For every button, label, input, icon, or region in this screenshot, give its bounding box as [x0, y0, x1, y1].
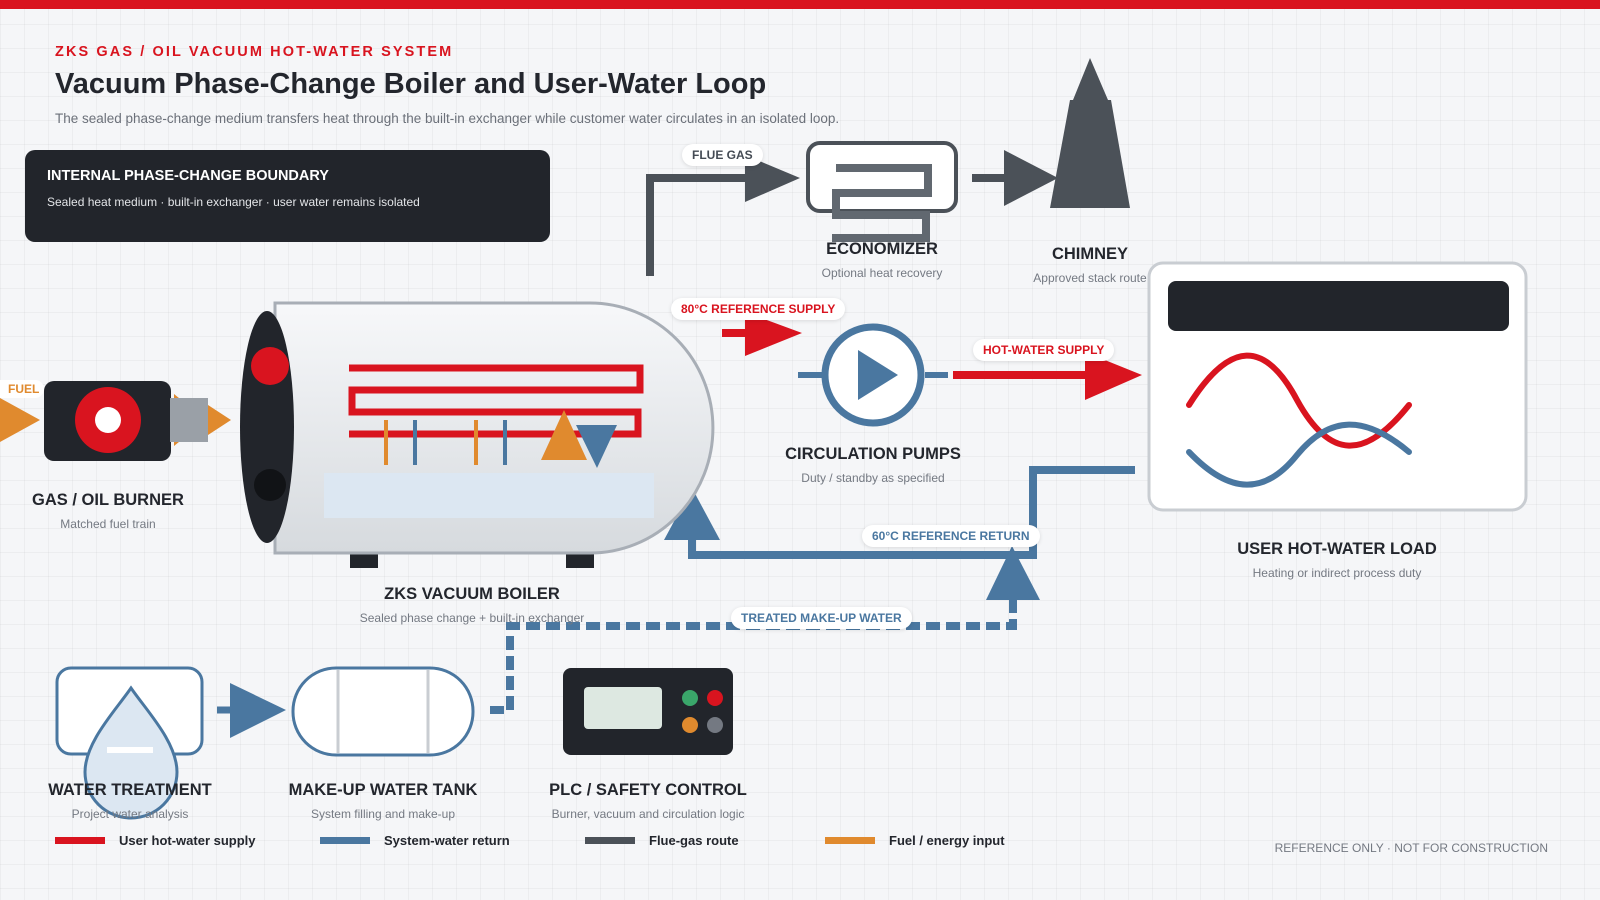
legend-swatch-fuel [825, 836, 875, 844]
disclaimer: REFERENCE ONLY · NOT FOR CONSTRUCTION [1274, 841, 1548, 855]
burner-name: GAS / OIL BURNER [32, 491, 184, 509]
pumps-label: CIRCULATION PUMPS Duty / standby as spec… [753, 445, 993, 485]
tank-label: MAKE-UP WATER TANK System filling and ma… [283, 781, 483, 821]
supply-reference-label: 80°C REFERENCE SUPPLY [671, 298, 846, 320]
water-drop-icon [55, 666, 204, 820]
return-reference-label: 60°C REFERENCE RETURN [862, 525, 1040, 547]
fuel-label: FUEL [0, 380, 45, 398]
burner-label: GAS / OIL BURNER Matched fuel train [8, 491, 208, 531]
chimney-label: CHIMNEY Approved stack route [1010, 245, 1170, 285]
heat-exchanger-icon [1147, 261, 1528, 512]
boiler-name: ZKS VACUUM BOILER [384, 585, 560, 603]
boiler-label: ZKS VACUUM BOILER Sealed phase change + … [322, 585, 622, 625]
top-accent-bar [0, 0, 1600, 9]
plc-name: PLC / SAFETY CONTROL [549, 781, 747, 799]
boundary-subtitle: Sealed heat medium · built-in exchanger … [47, 195, 420, 209]
hot-water-supply-route [953, 352, 1142, 400]
pump-icon [821, 323, 925, 427]
legend-item-fuel: Fuel / energy input [825, 831, 1005, 849]
burner-icon [0, 381, 231, 461]
tank-name: MAKE-UP WATER TANK [288, 781, 478, 799]
tank-icon [291, 666, 475, 757]
boiler-icon [240, 301, 715, 568]
boiler-desc: Sealed phase change + built-in exchanger [359, 611, 585, 625]
plc-desc: Burner, vacuum and circulation logic [551, 807, 745, 821]
legend-item-flue: Flue-gas route [585, 831, 739, 849]
treatment-to-tank-arrow [217, 683, 286, 738]
legend-swatch-return [320, 836, 370, 844]
economizer-icon [806, 141, 958, 242]
legend-item-supply: User hot-water supply [55, 831, 256, 849]
legend-swatch-flue [585, 836, 635, 844]
flue-gas-label: FLUE GAS [682, 144, 763, 166]
plc-label: PLC / SAFETY CONTROL Burner, vacuum and … [533, 781, 763, 821]
makeup-water-label: TREATED MAKE-UP WATER [731, 607, 912, 629]
diagram-kicker: ZKS GAS / OIL VACUUM HOT-WATER SYSTEM [55, 44, 454, 60]
legend-item-return: System-water return [320, 831, 510, 849]
reference-supply-route [722, 312, 948, 378]
plc-panel-icon [563, 668, 733, 755]
flue-gas-route [646, 150, 1058, 276]
phase-change-boundary-panel: INTERNAL PHASE-CHANGE BOUNDARY Sealed he… [25, 150, 550, 242]
chimney-icon [1050, 58, 1130, 208]
chimney-desc: Approved stack route [1033, 271, 1147, 285]
load-label: USER HOT-WATER LOAD Heating or indirect … [1212, 540, 1462, 580]
chimney-name: CHIMNEY [1051, 245, 1129, 263]
legend-swatch-supply [55, 836, 105, 844]
economizer-label: ECONOMIZER Optional heat recovery [782, 240, 982, 280]
legend-label-flue: Flue-gas route [649, 832, 739, 848]
treatment-name: WATER TREATMENT [48, 781, 212, 799]
legend-label-return: System-water return [384, 832, 510, 848]
return-route [664, 466, 1135, 559]
treatment-label: WATER TREATMENT Project water analysis [30, 781, 230, 821]
boundary-title: INTERNAL PHASE-CHANGE BOUNDARY [47, 168, 329, 184]
diagram-title: Vacuum Phase-Change Boiler and User-Wate… [55, 68, 767, 100]
burner-desc: Matched fuel train [60, 517, 156, 531]
economizer-name: ECONOMIZER [826, 240, 938, 258]
legend-label-fuel: Fuel / energy input [889, 832, 1005, 848]
legend-label-supply: User hot-water supply [119, 832, 256, 848]
pumps-desc: Duty / standby as specified [801, 471, 945, 485]
tank-desc: System filling and make-up [310, 807, 456, 821]
diagram-subtitle: The sealed phase-change medium transfers… [55, 111, 840, 126]
load-desc: Heating or indirect process duty [1252, 566, 1422, 580]
makeup-water-route [490, 546, 1040, 714]
pumps-name: CIRCULATION PUMPS [785, 445, 961, 463]
load-name: USER HOT-WATER LOAD [1237, 540, 1437, 558]
economizer-desc: Optional heat recovery [821, 266, 943, 280]
treatment-desc: Project water analysis [71, 807, 189, 821]
hot-water-supply-label: HOT-WATER SUPPLY [973, 339, 1115, 361]
